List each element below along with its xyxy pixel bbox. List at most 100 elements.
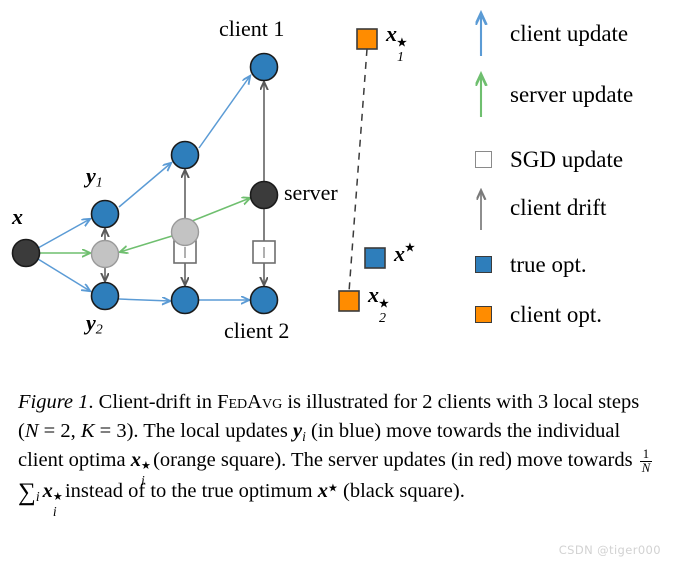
caption-N-value: 2 <box>60 420 71 443</box>
caption-frac-denominator: N <box>641 460 651 475</box>
caption-var-xopt-star: ★ <box>140 460 151 473</box>
caption-var-xsum-star: ★ <box>52 491 63 504</box>
square-blue-icon <box>470 247 504 281</box>
legend-label-client-update: client update <box>510 20 629 46</box>
legend-item-server-update[interactable]: server update <box>470 77 634 117</box>
caption-text-3: ). The local updates <box>126 420 293 443</box>
node-client2-step1 <box>90 281 120 311</box>
legend-label-true-opt: true opt. <box>510 251 587 277</box>
label-x1-star-base: x <box>386 21 397 46</box>
legend-label-client-drift: client drift <box>510 194 607 220</box>
watermark: CSDN @tiger000 <box>558 543 661 557</box>
label-x1-star-sub: 1 <box>397 50 404 65</box>
client-opt-marker-2 <box>338 290 360 312</box>
caption-fedavg: FedAvg <box>217 391 283 413</box>
label-x2-star-sub: 2 <box>379 311 386 326</box>
label-x-star-base: x <box>394 241 405 266</box>
label-client-1: client 1 <box>219 16 285 41</box>
label-y1-sub: 1 <box>95 175 103 191</box>
client-update-arrows <box>37 76 250 301</box>
caption-var-xopt: x <box>130 449 141 472</box>
legend-item-true-opt[interactable]: true opt. <box>470 247 587 281</box>
square-outline-icon <box>470 142 504 176</box>
client-optima-connector <box>348 48 368 293</box>
caption-text-2: is illustrated for 2 clients with 3 loca… <box>18 391 640 443</box>
drift-nodes <box>90 217 200 269</box>
label-x-star-mark: ★ <box>405 242 415 255</box>
legend-item-client-update[interactable]: client update <box>470 16 629 56</box>
label-y2-sub: 2 <box>95 322 103 338</box>
legend-label-client-opt: client opt. <box>510 301 602 327</box>
node-global-init-x <box>11 238 41 268</box>
legend-label-server-update: server update <box>510 81 634 107</box>
legend-item-client-opt[interactable]: client opt. <box>470 297 602 331</box>
caption-sum-sub: i <box>35 489 40 505</box>
caption-var-y-sub: i <box>302 429 306 445</box>
avg-drift-node-1 <box>90 239 120 269</box>
legend-item-sgd-update[interactable]: SGD update <box>470 142 623 176</box>
legend-label-sgd-update: SGD update <box>510 146 624 172</box>
caption-eq-2: = <box>94 420 117 443</box>
label-x-star: x★ <box>394 241 415 267</box>
label-client-2: client 2 <box>224 318 290 343</box>
node-client1-step2 <box>170 140 200 170</box>
caption-text-1: . Client-drift in <box>88 391 218 413</box>
caption-var-N: N <box>24 420 39 443</box>
server-nodes <box>11 180 279 268</box>
label-x1-star-mark: ★ <box>397 37 407 49</box>
client-opt-marker-1 <box>356 28 378 50</box>
label-y2-base: y <box>86 310 96 335</box>
client-update-s2-to-s3-c1 <box>198 76 250 149</box>
legend: client update server update SGD update <box>470 14 675 334</box>
client-optimum-markers <box>338 28 378 312</box>
server-update-arrows <box>39 198 250 253</box>
node-client1-step1 <box>90 199 120 229</box>
label-x2-star-mark: ★ <box>379 298 389 310</box>
caption-text-6: instead of to the true optimum <box>59 480 318 503</box>
client-update-y2-to-s2 <box>118 299 170 301</box>
legend-item-client-drift[interactable]: client drift <box>470 190 607 230</box>
label-y1: y1 <box>86 163 103 192</box>
caption-figure-label: Figure 1 <box>18 391 89 413</box>
client-update-x-to-y1 <box>37 219 90 249</box>
caption-var-xopt-sub: i <box>140 473 145 489</box>
arrow-up-green-icon <box>470 77 504 117</box>
caption-K-value: 3 <box>116 420 127 443</box>
caption-var-xsum-sub: i <box>52 504 57 520</box>
square-orange-icon <box>470 297 504 331</box>
client-iterate-nodes <box>90 52 279 315</box>
caption-frac-numerator: 1 <box>639 447 653 462</box>
caption-eq-1: = <box>38 420 61 443</box>
caption-var-xtrue: x <box>317 480 329 503</box>
caption-text-4: (in blue) move towards the individual cl… <box>18 420 621 472</box>
node-client1-step3 <box>249 52 279 82</box>
caption-text-5: (orange square). The server updates (in … <box>147 449 638 472</box>
arrow-up-gray-icon <box>470 190 504 230</box>
caption-text-7: (black square). <box>337 480 465 503</box>
client-update-y1-to-s2 <box>118 163 171 208</box>
client-drift-diagram <box>11 28 386 315</box>
true-opt-marker <box>364 247 386 269</box>
node-server <box>249 180 279 210</box>
server-update-avg2-to-avg1 <box>120 235 173 252</box>
label-y1-base: y <box>86 163 96 188</box>
label-x2-star-base: x <box>368 282 379 307</box>
caption-comma: , <box>70 420 81 443</box>
label-x: x <box>12 204 23 229</box>
arrow-up-blue-icon <box>470 16 504 56</box>
label-server: server <box>284 180 338 205</box>
caption-var-y: y <box>293 420 303 443</box>
label-x1-star: x 1 ★ <box>386 21 407 65</box>
avg-drift-node-2 <box>170 217 200 247</box>
caption-sum-symbol: ∑ <box>18 479 36 507</box>
label-x2-star: x 2 ★ <box>368 282 389 326</box>
caption-var-K: K <box>80 420 95 443</box>
node-client2-step3 <box>249 285 279 315</box>
node-client2-step2 <box>170 285 200 315</box>
figure-caption: Figure 1. Client-drift in FedAvg is illu… <box>18 388 658 519</box>
label-y2: y2 <box>86 310 103 339</box>
client-update-x-to-y2 <box>37 258 90 291</box>
caption-var-xsum: x <box>42 480 53 503</box>
